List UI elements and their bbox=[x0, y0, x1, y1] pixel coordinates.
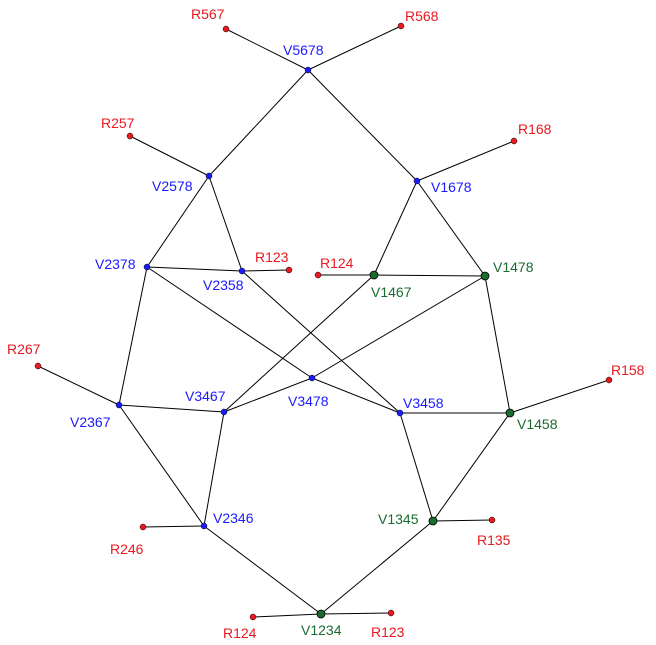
edge-v1478-v3478 bbox=[311, 275, 486, 379]
node-label-r123b: R123 bbox=[371, 624, 405, 640]
edge-r158-v1458 bbox=[509, 379, 610, 414]
edge-r267-v2367 bbox=[37, 365, 120, 406]
node-label-v1678: V1678 bbox=[431, 179, 472, 195]
node-r124b bbox=[249, 613, 257, 621]
node-label-r257: R257 bbox=[101, 115, 135, 131]
node-label-v3467: V3467 bbox=[185, 388, 226, 404]
node-label-v2367: V2367 bbox=[70, 414, 111, 430]
node-v1234 bbox=[316, 609, 326, 619]
edge-v2578-v2378 bbox=[146, 175, 210, 268]
node-label-r158: R158 bbox=[611, 362, 645, 378]
node-label-v2578: V2578 bbox=[152, 178, 193, 194]
edge-r246-v2346 bbox=[142, 525, 205, 528]
node-v2358 bbox=[238, 267, 246, 275]
node-label-v3478: V3478 bbox=[288, 393, 329, 409]
edge-v1678-v1467 bbox=[373, 180, 418, 276]
edge-v2578-v2358 bbox=[208, 175, 243, 272]
node-label-v1234: V1234 bbox=[301, 622, 342, 638]
node-label-r124b: R124 bbox=[223, 625, 257, 641]
node-label-r267: R267 bbox=[7, 341, 41, 357]
node-label-v1478: V1478 bbox=[493, 259, 534, 275]
edge-v2358-r123a bbox=[241, 269, 290, 272]
edge-v3458-v1345 bbox=[399, 412, 434, 522]
node-v1678 bbox=[413, 177, 421, 185]
node-v3467 bbox=[220, 408, 228, 416]
node-r257 bbox=[126, 132, 134, 140]
node-label-v5678: V5678 bbox=[283, 42, 324, 58]
edge-v3478-v3467 bbox=[223, 377, 313, 413]
edges-layer bbox=[37, 25, 610, 618]
node-label-v3458: V3458 bbox=[403, 395, 444, 411]
node-r123b bbox=[387, 609, 395, 617]
edge-r124b-v1234 bbox=[252, 613, 322, 618]
node-r135 bbox=[488, 516, 496, 524]
node-v2346 bbox=[200, 522, 208, 530]
edge-v2367-v2346 bbox=[118, 404, 205, 527]
node-v1458 bbox=[505, 408, 515, 418]
edge-v5678-v2578 bbox=[208, 69, 309, 177]
edge-v1467-v3467 bbox=[223, 274, 375, 413]
nodes-layer bbox=[34, 22, 613, 621]
edge-r168-v1678 bbox=[416, 140, 515, 182]
edge-v1345-r135 bbox=[432, 519, 493, 522]
node-label-r123a: R123 bbox=[255, 249, 289, 265]
node-r124a bbox=[314, 271, 322, 279]
edge-r567-v5678 bbox=[225, 28, 309, 71]
node-label-v2346: V2346 bbox=[213, 510, 254, 526]
edge-r257-v2578 bbox=[129, 135, 210, 177]
edge-v2378-v2358 bbox=[146, 266, 243, 272]
node-label-v1467: V1467 bbox=[371, 284, 412, 300]
node-label-r246: R246 bbox=[110, 541, 144, 557]
node-v5678 bbox=[304, 66, 312, 74]
edge-v3478-v3458 bbox=[311, 377, 401, 414]
edge-v1678-v1478 bbox=[416, 180, 486, 277]
node-label-r135: R135 bbox=[477, 532, 511, 548]
edge-v1345-v1234 bbox=[320, 520, 434, 615]
node-r168 bbox=[510, 137, 518, 145]
edge-v2346-v1234 bbox=[203, 525, 322, 615]
node-r158 bbox=[605, 376, 613, 384]
node-label-r168: R168 bbox=[518, 121, 552, 137]
node-v2578 bbox=[205, 172, 213, 180]
node-label-v2378: V2378 bbox=[95, 256, 136, 272]
node-v1345 bbox=[428, 516, 438, 526]
node-r568 bbox=[397, 22, 405, 30]
node-label-r124a: R124 bbox=[320, 255, 354, 271]
node-label-r568: R568 bbox=[405, 8, 439, 24]
node-label-v1345: V1345 bbox=[378, 511, 419, 527]
node-r123a bbox=[285, 266, 293, 274]
edge-v2378-v3478 bbox=[146, 266, 313, 379]
edge-v3467-v2346 bbox=[203, 411, 225, 527]
node-v3478 bbox=[308, 374, 316, 382]
node-r567 bbox=[222, 25, 230, 33]
node-label-r567: R567 bbox=[191, 6, 225, 22]
node-label-v2358: V2358 bbox=[203, 277, 244, 293]
node-v1467 bbox=[369, 270, 379, 280]
edge-v1467-v1478 bbox=[373, 274, 486, 277]
edge-v1478-v1458 bbox=[484, 275, 511, 414]
node-label-v1458: V1458 bbox=[517, 416, 558, 432]
node-v3458 bbox=[396, 409, 404, 417]
edge-r568-v5678 bbox=[307, 25, 402, 71]
node-r267 bbox=[34, 362, 42, 370]
edge-v2378-v2367 bbox=[118, 266, 148, 406]
edge-v1234-r123b bbox=[320, 612, 392, 615]
edge-v2358-v3458 bbox=[241, 270, 401, 414]
node-v2378 bbox=[143, 263, 151, 271]
edge-v1458-v1345 bbox=[432, 412, 511, 522]
node-v2367 bbox=[115, 401, 123, 409]
edge-v5678-v1678 bbox=[307, 69, 418, 182]
node-r246 bbox=[139, 523, 147, 531]
edge-v2367-v3467 bbox=[118, 404, 225, 413]
node-v1478 bbox=[480, 271, 490, 281]
